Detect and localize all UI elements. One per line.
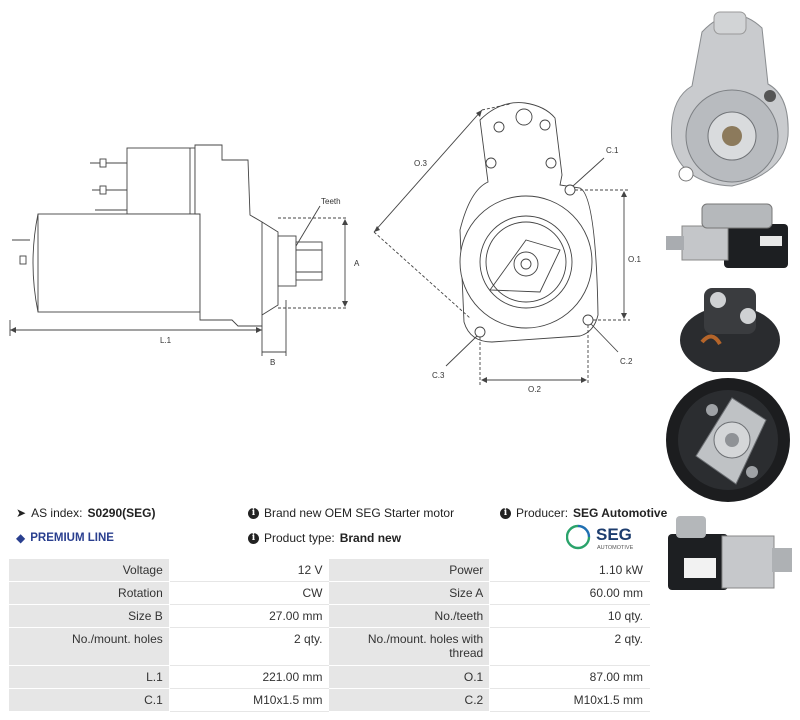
spec-key: O.1: [328, 665, 491, 689]
spec-key: Rotation: [8, 581, 170, 605]
specifications-table: Voltage 12 V Power 1.10 kW Rotation CW S…: [8, 558, 650, 712]
spec-value: 1.10 kW: [489, 558, 650, 582]
spec-key: No./mount. holes with thread: [328, 627, 491, 666]
seg-logo-brand: SEG: [596, 525, 632, 544]
spec-value: 12 V: [168, 558, 330, 582]
description-line: i Brand new OEM SEG Starter motor: [248, 506, 454, 520]
starter-front-view-photo[interactable]: [662, 4, 796, 190]
info-icon: i: [248, 532, 259, 544]
producer-line: i Producer: SEG Automotive: [500, 506, 667, 520]
spec-value: 27.00 mm: [168, 604, 330, 628]
label-l1: L.1: [160, 336, 172, 345]
starter-label-view-photo[interactable]: [662, 514, 796, 600]
starter-bottom-view-photo[interactable]: [662, 376, 796, 506]
spec-value: 60.00 mm: [489, 581, 650, 605]
spec-key: No./mount. holes: [8, 627, 170, 666]
info-icon: i: [500, 507, 511, 519]
as-index-line: ➤ AS index: S0290(SEG): [16, 506, 155, 520]
label-o3: O.3: [414, 159, 427, 168]
label-c3: C.3: [432, 371, 445, 380]
diamond-icon: ◆: [16, 531, 26, 545]
product-type-value: Brand new: [339, 531, 402, 545]
as-index-label: AS index:: [31, 506, 83, 520]
spec-value: 87.00 mm: [489, 665, 650, 689]
product-type-line: i Product type: Brand new: [248, 531, 401, 545]
label-teeth: Teeth: [321, 197, 341, 206]
spec-key: L.1: [8, 665, 170, 689]
description-text: Brand new OEM SEG Starter motor: [264, 506, 455, 520]
starter-rear-view-photo[interactable]: [662, 282, 796, 372]
producer-value: SEG Automotive: [573, 506, 668, 520]
seg-logo-sub: AUTOMOTIVE: [597, 545, 634, 551]
premium-line-label: PREMIUM LINE: [30, 532, 114, 544]
spec-value: M10x1.5 mm: [168, 688, 330, 712]
tag-icon: ➤: [16, 506, 27, 520]
label-o1: O.1: [628, 255, 641, 264]
spec-key: No./teeth: [328, 604, 491, 628]
info-icon: i: [248, 507, 259, 519]
spec-value: 2 qty.: [489, 627, 650, 666]
spec-value: 2 qty.: [168, 627, 330, 666]
premium-line-badge: ◆ PREMIUM LINE: [16, 531, 114, 545]
label-o2: O.2: [528, 385, 541, 394]
label-c2: C.2: [620, 357, 633, 366]
producer-label: Producer:: [516, 506, 569, 520]
as-index-value: S0290(SEG): [87, 506, 156, 520]
spec-value: M10x1.5 mm: [489, 688, 650, 712]
spec-key: C.2: [328, 688, 491, 712]
label-a: A: [354, 259, 360, 268]
table-row: Voltage 12 V Power 1.10 kW: [8, 558, 650, 582]
spec-value: 10 qty.: [489, 604, 650, 628]
side-view-drawing: [9, 144, 348, 356]
spec-value: CW: [168, 581, 330, 605]
spec-key: Power: [328, 558, 491, 582]
spec-key: Size B: [8, 604, 170, 628]
table-row: No./mount. holes 2 qty. No./mount. holes…: [8, 627, 650, 666]
label-b: B: [270, 358, 275, 367]
spec-value: 221.00 mm: [168, 665, 330, 689]
table-row: Size B 27.00 mm No./teeth 10 qty.: [8, 604, 650, 628]
front-view-drawing: [373, 102, 630, 385]
spec-key: C.1: [8, 688, 170, 712]
label-c1: C.1: [606, 146, 619, 155]
spec-key: Voltage: [8, 558, 170, 582]
product-type-label: Product type:: [264, 531, 335, 545]
starter-side-view-photo[interactable]: [662, 194, 796, 278]
table-row: Rotation CW Size A 60.00 mm: [8, 581, 650, 605]
technical-drawing: Teeth A B L.1: [9, 102, 641, 394]
spec-key: Size A: [328, 581, 491, 605]
seg-automotive-logo: SEG AUTOMOTIVE: [565, 523, 652, 551]
table-row: L.1 221.00 mm O.1 87.00 mm: [8, 665, 650, 689]
table-row: C.1 M10x1.5 mm C.2 M10x1.5 mm: [8, 688, 650, 712]
